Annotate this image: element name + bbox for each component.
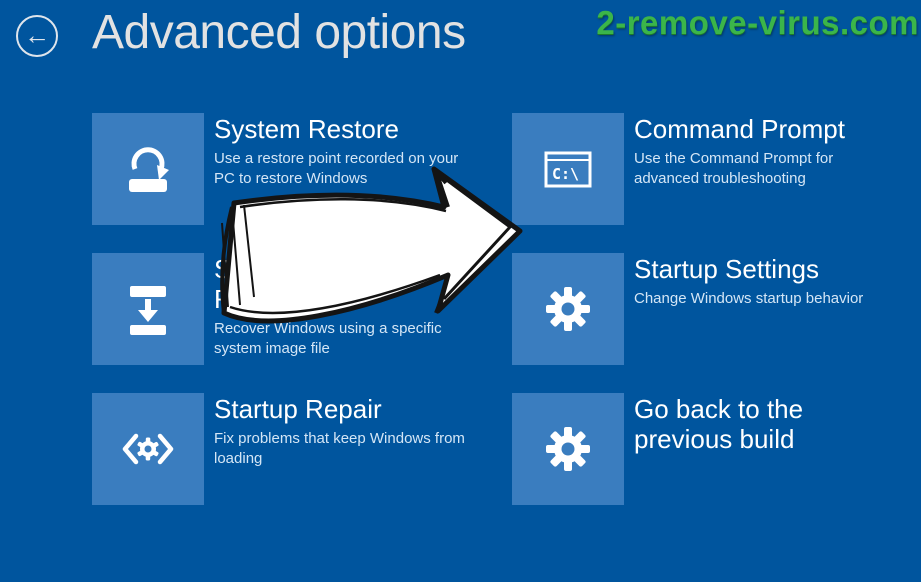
tile-title: System Restore [214, 114, 399, 144]
tile-description: Recover Windows using a specific system … [214, 320, 442, 357]
tile-startup-settings[interactable]: Startup Settings Change Windows startup … [512, 253, 874, 365]
tile-go-back-previous-build[interactable]: Go back to the previous build [512, 393, 874, 505]
tile-description: Change Windows startup behavior [634, 290, 864, 307]
tile-system-image-recovery[interactable]: System Image Recovery Recover Windows us… [92, 253, 484, 365]
command-prompt-glyph: C:\ [552, 165, 579, 183]
tile-startup-repair[interactable]: Startup Repair Fix problems that keep Wi… [92, 393, 484, 505]
system-restore-icon [92, 113, 204, 225]
tile-title: System Image Recovery [214, 254, 381, 314]
watermark: 2-remove-virus.com [596, 4, 919, 41]
system-image-recovery-icon [92, 253, 204, 365]
gear-icon [512, 393, 624, 505]
tile-title: Startup Repair [214, 394, 382, 424]
back-button[interactable]: ← [16, 15, 58, 57]
tile-title: Startup Settings [634, 254, 819, 284]
tile-command-prompt[interactable]: C:\ Command Prompt Use the Command Promp… [512, 113, 874, 225]
back-arrow-icon: ← [24, 19, 50, 50]
page-title: Advanced options [92, 6, 466, 59]
tile-description: Use the Command Prompt for advanced trou… [634, 150, 834, 187]
startup-repair-icon [92, 393, 204, 505]
gear-icon [512, 253, 624, 365]
tile-description: Fix problems that keep Windows from load… [214, 430, 465, 467]
tile-title: Command Prompt [634, 114, 845, 144]
command-prompt-icon: C:\ [512, 113, 624, 225]
tile-description: Use a restore point recorded on your PC … [214, 150, 459, 187]
tile-title: Go back to the previous build [634, 394, 804, 454]
tile-system-restore[interactable]: System Restore Use a restore point recor… [92, 113, 484, 225]
